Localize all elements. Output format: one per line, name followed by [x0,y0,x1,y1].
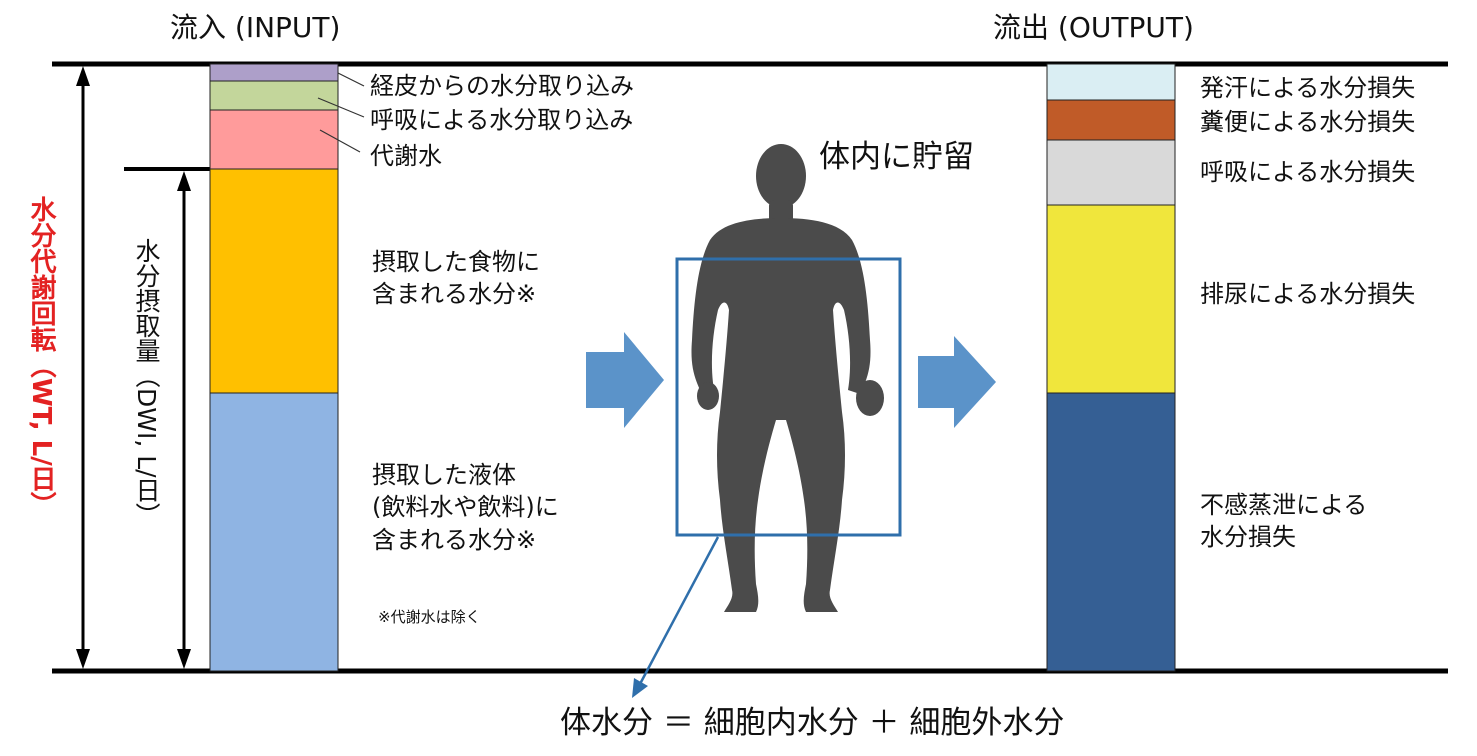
label-respiration-loss: 呼吸による水分損失 [1200,158,1416,186]
storage-label: 体内に貯留 [819,139,974,175]
input-segment-respiration [209,80,339,111]
input-segment-metabolic [209,109,339,170]
output-segment-respiration [1046,139,1176,206]
equation-pointer [632,536,720,698]
label-food-water: 摂取した食物に 含まれる水分※ [372,248,540,309]
human-silhouette-icon [691,144,884,612]
label-metabolic-water: 代謝水 [370,142,442,170]
inflow-arrow [586,332,664,428]
leader-line-respiration [317,97,365,118]
drink-intake-arrow [177,171,191,669]
label-liquid-water: 摂取した液体 (飲料水や飲料)に 含まれる水分※ [372,461,559,554]
label-insensible-loss: 不感蒸泄による 水分損失 [1200,491,1368,552]
output-segment-urine [1046,204,1176,394]
output-column [1046,63,1176,672]
input-column [209,63,339,672]
label-feces-loss: 糞便による水分損失 [1200,108,1416,136]
total-turnover-label: 水分代謝回転（WT, L/日） [26,196,56,518]
output-segment-feces [1046,99,1176,141]
label-sweat-loss: 発汗による水分損失 [1200,74,1416,102]
input-segment-food [209,168,339,394]
footnote-metabolic-excluded: ※代謝水は除く [378,608,481,626]
output-heading: 流出 (OUTPUT) [993,11,1194,44]
leader-line-skin [337,72,365,87]
input-heading: 流入 (INPUT) [170,11,341,44]
body-frame [675,257,902,537]
label-respiration-intake: 呼吸による水分取り込み [370,106,634,134]
output-segment-insensible [1046,392,1176,672]
label-urine-loss: 排尿による水分損失 [1200,280,1416,308]
input-segment-liquid [209,392,339,672]
label-skin-intake: 経皮からの水分取り込み [370,72,634,100]
leader-line-metabolic [319,129,361,153]
drink-intake-label: 水分摂取量（DWI, L/日） [132,238,161,528]
body-water-equation: 体水分 ＝ 細胞内水分 ＋ 細胞外水分 [560,705,1065,741]
input-segment-skin [209,63,339,82]
total-turnover-arrow [76,66,90,669]
output-segment-sweat [1046,63,1176,101]
outflow-arrow [918,336,996,428]
